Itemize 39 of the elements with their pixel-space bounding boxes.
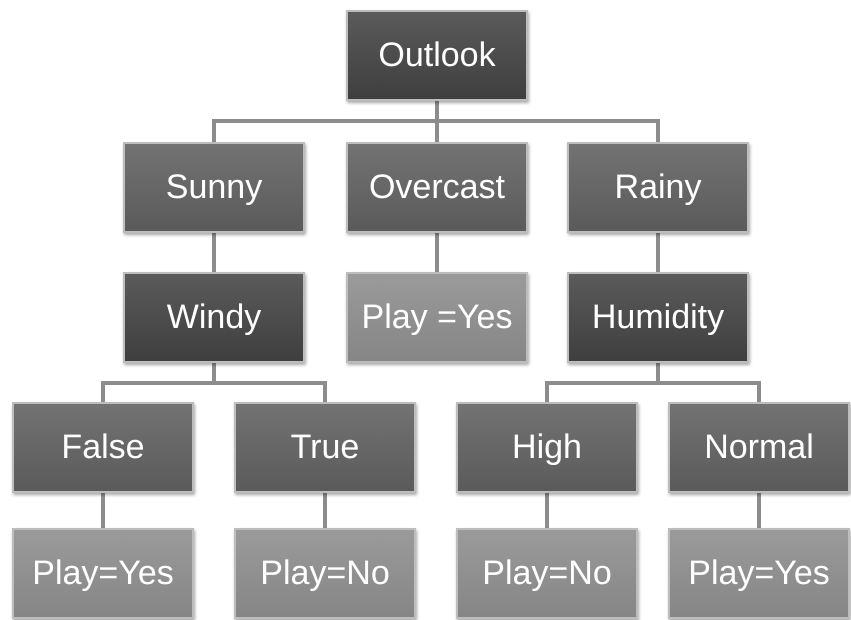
connector-line	[323, 493, 327, 528]
node-label: Normal	[704, 428, 814, 467]
tree-node-box	[346, 272, 528, 363]
tree-node-box	[346, 142, 528, 233]
node-label: True	[290, 428, 360, 467]
node-label: Play=Yes	[688, 554, 830, 593]
tree-node-box	[456, 528, 638, 619]
node-label: Play=No	[482, 554, 612, 593]
node-label: Outlook	[378, 36, 496, 75]
connector-line	[435, 101, 660, 142]
tree-node-box	[12, 402, 194, 493]
tree-node-box	[346, 10, 528, 101]
tree-node-box	[668, 402, 850, 493]
connector-line	[212, 233, 216, 272]
tree-node-box	[234, 402, 416, 493]
node-label: Rainy	[614, 168, 702, 207]
connector-line	[101, 493, 105, 528]
tree-node-box	[456, 402, 638, 493]
connector-line	[435, 233, 439, 272]
connector-line	[656, 233, 660, 272]
node-label: False	[61, 428, 145, 467]
tree-node-box	[567, 142, 749, 233]
node-label: Windy	[166, 298, 262, 337]
connector-line	[545, 493, 549, 528]
tree-node-box	[234, 528, 416, 619]
tree-node-box	[123, 272, 305, 363]
node-label: Play =Yes	[362, 298, 512, 337]
node-label: Play=No	[260, 554, 390, 593]
node-label: Overcast	[368, 168, 506, 207]
node-label: High	[512, 428, 582, 467]
node-label: Sunny	[166, 168, 262, 207]
tree-node-box	[567, 272, 749, 363]
tree-node-box	[12, 528, 194, 619]
connector-line	[757, 493, 761, 528]
connector-line	[656, 363, 761, 402]
tree-node-box	[123, 142, 305, 233]
node-label: Play=Yes	[32, 554, 174, 593]
tree-node-box	[668, 528, 850, 619]
node-label: Humidity	[592, 298, 724, 337]
